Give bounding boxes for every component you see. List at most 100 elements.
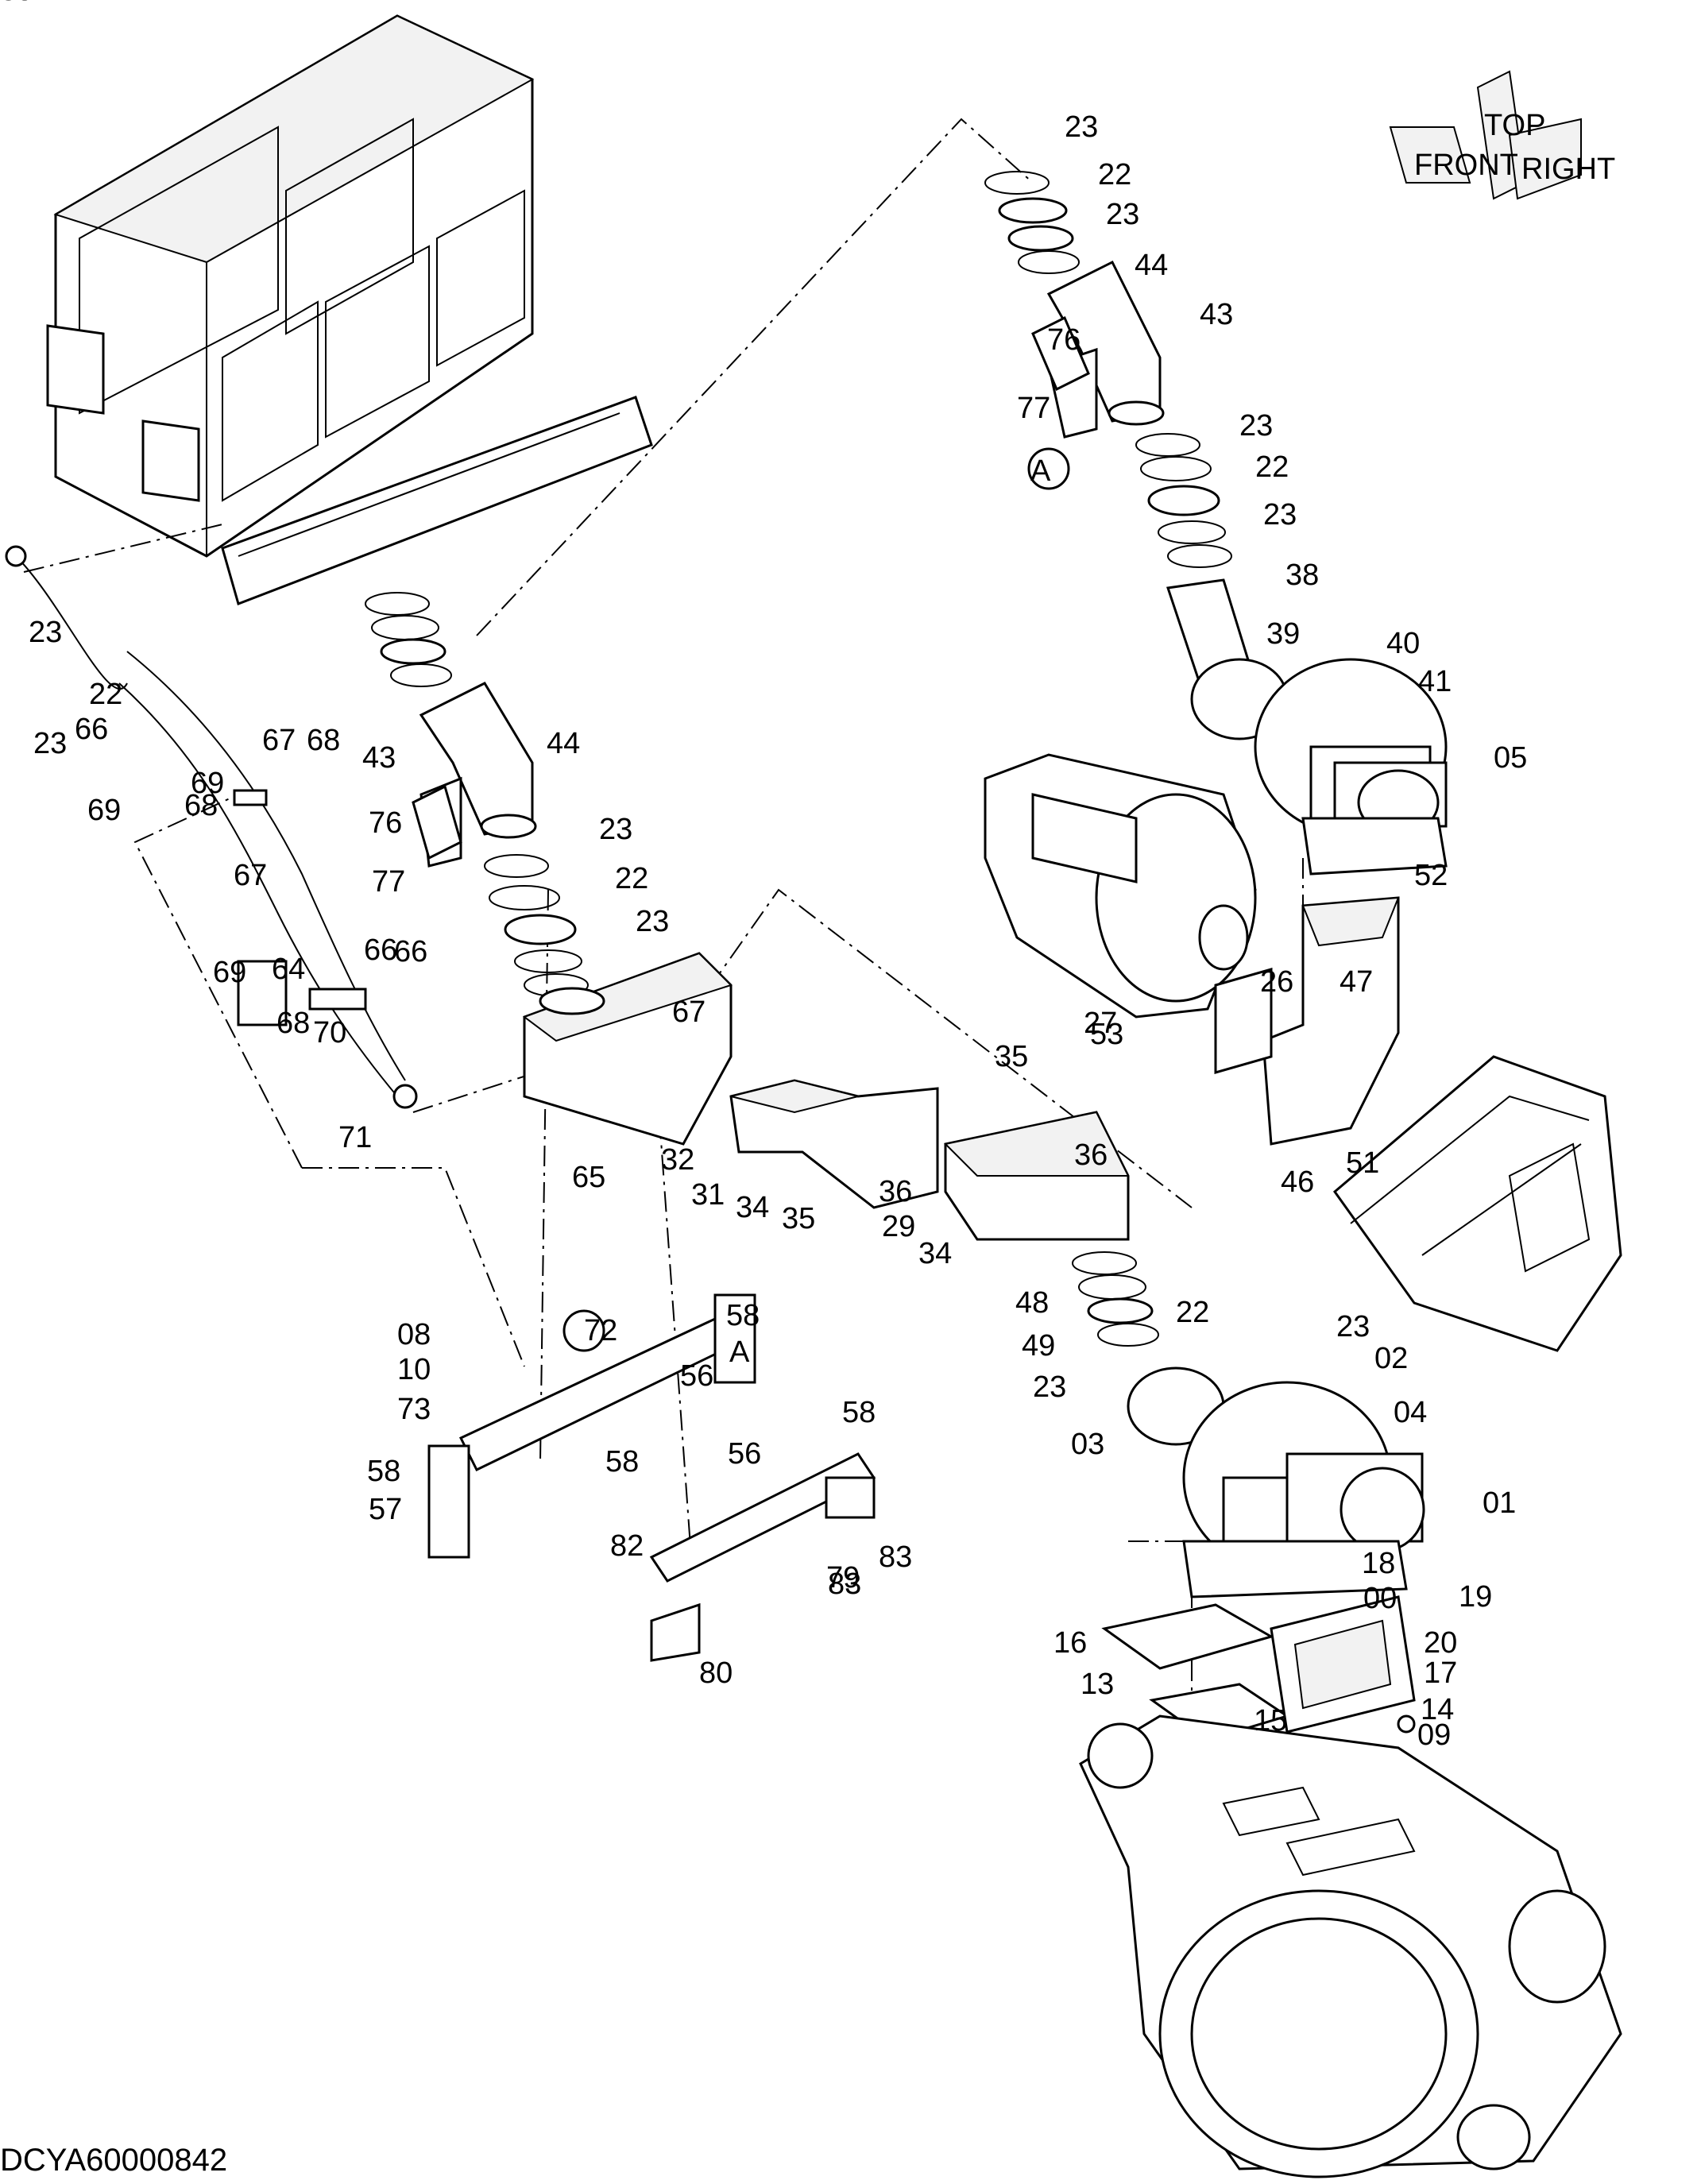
- callout-label: 16: [1053, 1626, 1087, 1660]
- callout-label: 71: [338, 1121, 372, 1154]
- callout-label: 58: [726, 1299, 760, 1332]
- callout-label: 67: [234, 859, 267, 892]
- callout-label: 82: [610, 1529, 644, 1563]
- callout-label: 38: [1285, 559, 1319, 592]
- callout-label: 49: [1022, 1329, 1055, 1363]
- callout-label: 66: [75, 713, 108, 746]
- callout-label: 80: [699, 1656, 733, 1690]
- callout-label: 56: [680, 1359, 713, 1393]
- callout-label: 10: [397, 1353, 431, 1386]
- callout-label: 23: [1033, 1370, 1066, 1404]
- callout-label: 51: [1346, 1146, 1379, 1180]
- callout-label: 05: [1494, 741, 1527, 775]
- callout-label: 44: [547, 727, 580, 760]
- callout-label: 23: [1065, 110, 1098, 144]
- callout-label: 15: [1254, 1704, 1287, 1738]
- callout-label: 58: [367, 1455, 400, 1488]
- callout-label: 01: [1483, 1486, 1516, 1520]
- callout-label: 69: [213, 956, 246, 989]
- callout-label: A: [1030, 454, 1051, 488]
- orientation-marker: FRONT TOP RIGHT: [1389, 70, 1615, 200]
- truck-frame: [1332, 1055, 1622, 1352]
- callout-label: 66: [364, 934, 397, 967]
- callout-label: 73: [397, 1393, 431, 1426]
- callout-label: 53: [1090, 1018, 1123, 1051]
- callout-label: 04: [1394, 1396, 1427, 1429]
- view-reference-circles: [562, 447, 1070, 1352]
- callout-label: 80: [0, 0, 33, 7]
- callout-label: 23: [636, 905, 669, 938]
- callout-label: 36: [879, 1175, 912, 1208]
- callout-label: 52: [1414, 859, 1448, 892]
- callout-label: 76: [1047, 323, 1081, 357]
- callout-label: 76: [369, 806, 402, 840]
- callout-label: 22: [1098, 158, 1131, 191]
- callout-label: 72: [584, 1314, 617, 1347]
- callout-label: 58: [842, 1396, 876, 1429]
- callout-label: 23: [29, 616, 62, 649]
- callout-label: 14: [1421, 1693, 1454, 1726]
- callout-label: 23: [1239, 409, 1273, 443]
- callout-label: 22: [615, 862, 648, 895]
- callout-label: 17: [1424, 1656, 1457, 1690]
- callout-label: 79: [826, 1561, 860, 1595]
- callout-label: 13: [1081, 1668, 1114, 1701]
- lower-flex-duct: [1072, 1251, 1225, 1446]
- lower-blower: [1182, 1381, 1425, 1598]
- callout-label: 29: [882, 1210, 915, 1243]
- mounting-brackets: [412, 315, 1090, 1662]
- callout-label: 26: [1260, 965, 1293, 999]
- upper-blower: [1254, 658, 1448, 876]
- callout-label: 83: [879, 1540, 912, 1574]
- rectangular-ducts: [522, 952, 1130, 1241]
- callout-label: 19: [1459, 1580, 1492, 1614]
- control-cabinet: [46, 14, 653, 605]
- callout-label: 77: [372, 865, 405, 899]
- callout-label: 43: [362, 741, 396, 775]
- callout-label: 44: [1135, 249, 1168, 282]
- callout-label: 40: [1386, 627, 1420, 660]
- callout-label: 31: [691, 1178, 725, 1212]
- callout-label: 09: [1417, 1718, 1451, 1752]
- callout-label: 79: [0, 0, 33, 7]
- callout-label: 22: [89, 678, 122, 711]
- callout-label: 83: [828, 1567, 861, 1601]
- callout-label: 70: [313, 1016, 346, 1049]
- callout-label: 18: [1362, 1547, 1395, 1580]
- callout-label: 22: [1176, 1296, 1209, 1329]
- callout-label: 00: [1363, 1582, 1397, 1615]
- front-label: FRONT: [1414, 149, 1518, 182]
- callout-label: 34: [736, 1191, 769, 1224]
- top-label: TOP: [1484, 109, 1545, 142]
- hose-assembly: [5, 545, 418, 1109]
- callout-label: 69: [191, 767, 224, 800]
- callout-label: 65: [572, 1161, 605, 1194]
- adapter-plates: [1101, 1595, 1416, 1741]
- callout-label: 47: [1340, 965, 1373, 999]
- callout-label: 08: [397, 1318, 431, 1351]
- callout-label: 57: [369, 1493, 402, 1526]
- callout-label: 20: [1424, 1626, 1457, 1660]
- callout-label: 32: [661, 1143, 694, 1177]
- callout-label: 64: [272, 953, 305, 986]
- callout-label: 67: [262, 724, 296, 757]
- callout-label: 46: [1281, 1165, 1314, 1199]
- elbow-duct: [1214, 896, 1400, 1146]
- callout-label: 39: [1266, 617, 1300, 651]
- callout-label: 03: [1071, 1428, 1104, 1461]
- callout-label: 43: [1200, 298, 1233, 331]
- callout-label: 36: [1074, 1138, 1108, 1172]
- callout-label: 22: [1255, 450, 1289, 484]
- callout-label: 23: [599, 813, 632, 846]
- callout-label: 23: [33, 727, 67, 760]
- drawing-code: DCYA60000842: [0, 2143, 227, 2178]
- callout-label: 58: [605, 1445, 639, 1479]
- callout-label: 68: [307, 724, 340, 757]
- callout-label: 77: [1017, 392, 1050, 425]
- callout-label: 66: [394, 935, 427, 968]
- gear-case: [1079, 1714, 1622, 2178]
- callout-label: 69: [87, 794, 121, 827]
